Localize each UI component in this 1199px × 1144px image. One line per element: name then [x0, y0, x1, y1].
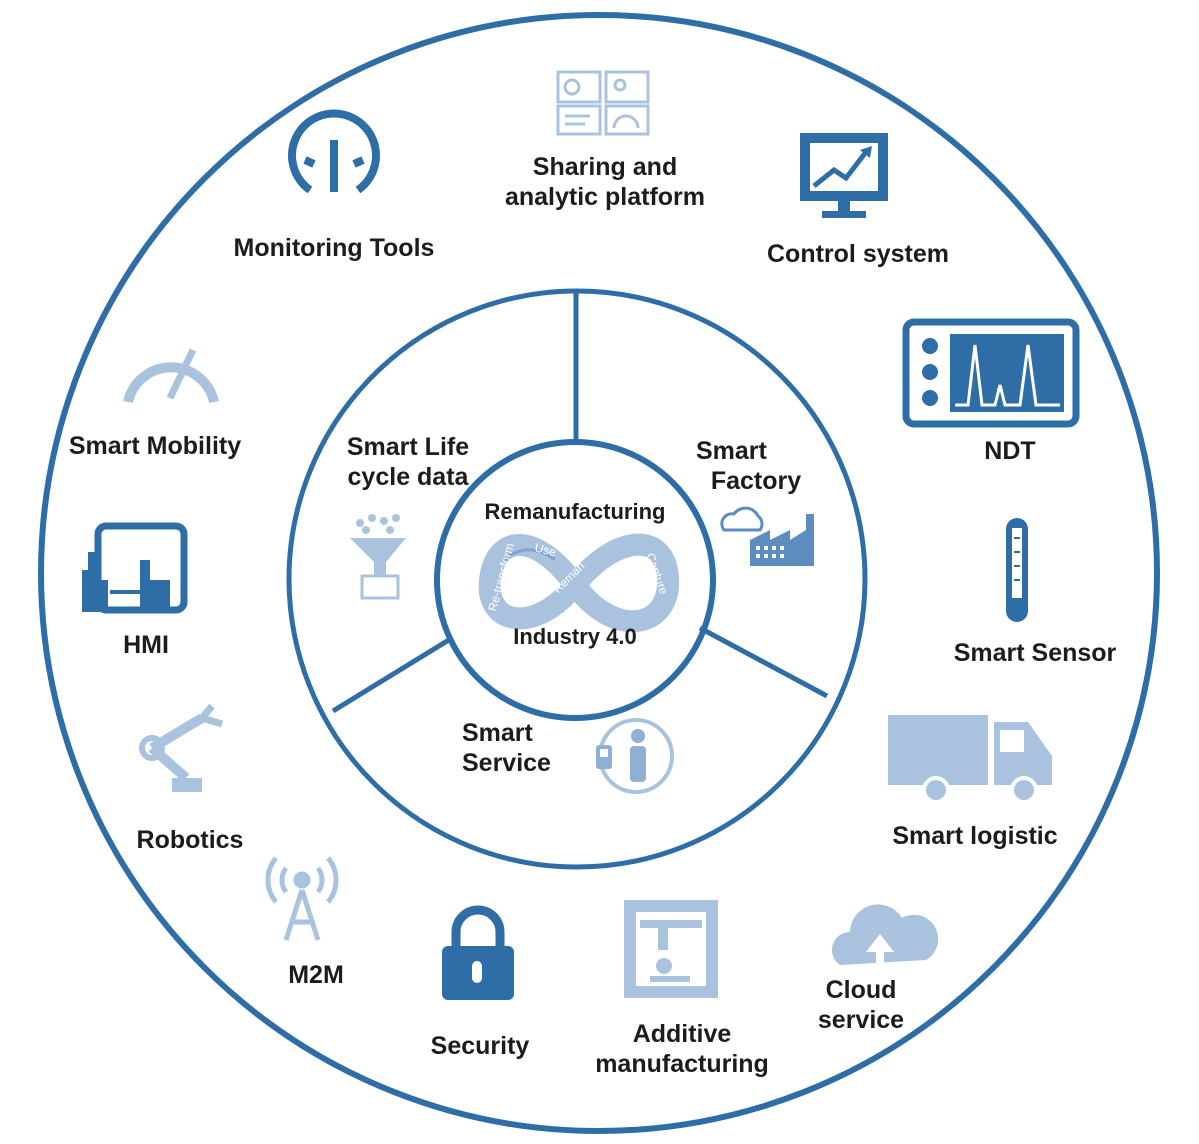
additive-manufacturing-label: Additive manufacturing [582, 1019, 782, 1079]
segment-life-cycle-label: Smart Life cycle data [318, 432, 498, 492]
funnel-data-icon [350, 514, 406, 600]
robot-arm-icon [139, 703, 224, 792]
speedometer-icon [123, 348, 219, 404]
smart-mobility-label: Smart Mobility [68, 432, 242, 460]
divider-left [331, 635, 454, 714]
middle-ring [286, 288, 868, 870]
touch-tablet-icon [82, 522, 188, 614]
segment-service-line1: Smart [462, 719, 533, 747]
additive-line1: Additive [632, 1020, 732, 1048]
cloud-line1: Cloud [825, 976, 897, 1004]
segment-factory-line2: Factory [710, 467, 802, 495]
segment-factory-line1: Smart [696, 437, 767, 465]
3d-printer-icon [624, 900, 718, 998]
infinity-loop-icon: Use Reman Capture Re-transform [478, 533, 680, 633]
segment-service-label: Smart Service [462, 718, 572, 778]
security-label: Security [430, 1032, 530, 1060]
control-system-label: Control system [767, 240, 949, 268]
segment-factory-label: Smart Factory [676, 436, 836, 496]
truck-icon [888, 715, 1052, 804]
cloud-service-label: Cloud service [796, 975, 926, 1035]
gauge-icon [288, 109, 380, 194]
loop-label-use: Use [533, 540, 558, 559]
monitor-chart-icon [800, 133, 888, 218]
antenna-icon [265, 856, 339, 941]
ndt-label: NDT [984, 437, 1036, 465]
thermometer-icon [1006, 518, 1028, 622]
cloud-factory-icon [720, 506, 814, 566]
m2m-label: M2M [288, 961, 344, 989]
hmi-label: HMI [123, 631, 169, 659]
padlock-icon [442, 905, 514, 1000]
robotics-label: Robotics [136, 826, 244, 854]
center-title: Remanufacturing [484, 499, 666, 524]
outer-ring [38, 12, 1160, 1134]
cloud-upload-icon [831, 904, 939, 966]
sharing-line2: analytic platform [504, 183, 706, 211]
cloud-line2: service [817, 1006, 905, 1034]
dashboard-icon [556, 70, 650, 136]
segment-life-cycle-line1: Smart Life [346, 433, 470, 461]
smart-sensor-label: Smart Sensor [953, 639, 1117, 667]
smart-logistic-label: Smart logistic [892, 822, 1058, 850]
additive-line2: manufacturing [595, 1050, 769, 1078]
sharing-line1: Sharing and [532, 153, 678, 181]
divider-right [698, 625, 829, 699]
segment-life-cycle-line2: cycle data [347, 463, 469, 491]
center-subtitle: Industry 4.0 [513, 624, 637, 649]
oscilloscope-icon [902, 318, 1080, 428]
monitoring-tools-label: Monitoring Tools [233, 234, 435, 262]
segment-service-line2: Service [462, 749, 551, 777]
person-service-icon [596, 718, 674, 794]
sharing-platform-label: Sharing and analytic platform [470, 152, 740, 212]
